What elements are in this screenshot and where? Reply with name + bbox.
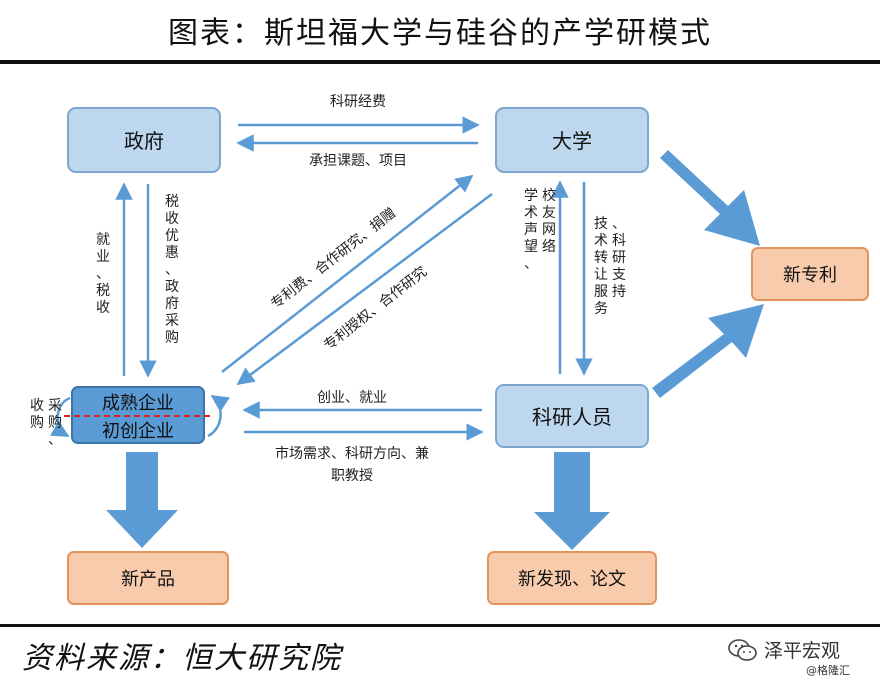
researchers-label: 科研人员 — [532, 405, 612, 429]
label-tech-support: 技术转让服务、科研支持 — [594, 216, 626, 317]
big-arrow-uni-to-patent — [660, 150, 760, 246]
wechat-icon — [728, 638, 757, 661]
discovery-box — [487, 551, 657, 605]
product-box — [67, 551, 229, 605]
loop-arrow-left — [49, 396, 71, 438]
watermark-name: 泽平宏观 — [764, 640, 841, 662]
loop-arrow-right — [207, 394, 230, 438]
startup-company-label: 初创企业 — [102, 421, 174, 442]
label-procurement: 采购、收购 — [30, 398, 62, 448]
watermark: 泽平宏观 — [728, 636, 840, 663]
label-startup-jobs: 创业、就业 — [317, 390, 387, 406]
arrow-company-to-uni — [221, 174, 474, 373]
big-arrow-researcher-to-discovery — [534, 452, 610, 550]
bottom-rule — [0, 624, 880, 627]
label-market-needs-2: 职教授 — [331, 468, 373, 484]
university-box — [495, 107, 649, 173]
label-research-funds: 科研经费 — [330, 94, 386, 110]
researchers-box — [495, 384, 649, 448]
label-projects: 承担课题、项目 — [309, 153, 407, 169]
university-label: 大学 — [552, 129, 592, 153]
mature-company-label: 成熟企业 — [102, 393, 174, 414]
label-tax-incentives: 税收优惠、政府采购 — [165, 194, 179, 346]
label-reputation: 学术声望、校友网络 — [524, 187, 556, 272]
top-rule — [0, 60, 880, 64]
label-employment-tax: 就业、税收 — [96, 232, 110, 316]
patent-box — [751, 247, 869, 301]
source-note: 资料来源：恒大研究院 — [22, 641, 342, 676]
big-arrow-researcher-to-patent — [652, 304, 764, 398]
patent-label: 新专利 — [783, 265, 837, 286]
discovery-label: 新发现、论文 — [518, 569, 626, 590]
government-box — [67, 107, 221, 173]
chart-title: 图表：斯坦福大学与硅谷的产学研模式 — [168, 16, 712, 51]
product-label: 新产品 — [121, 569, 175, 590]
arrow-uni-to-company — [236, 192, 493, 386]
watermark-sub: @格隆汇 — [806, 664, 850, 677]
label-market-needs-1: 市场需求、科研方向、兼 — [275, 445, 429, 462]
big-arrow-company-to-product — [106, 452, 178, 548]
government-label: 政府 — [124, 129, 164, 153]
